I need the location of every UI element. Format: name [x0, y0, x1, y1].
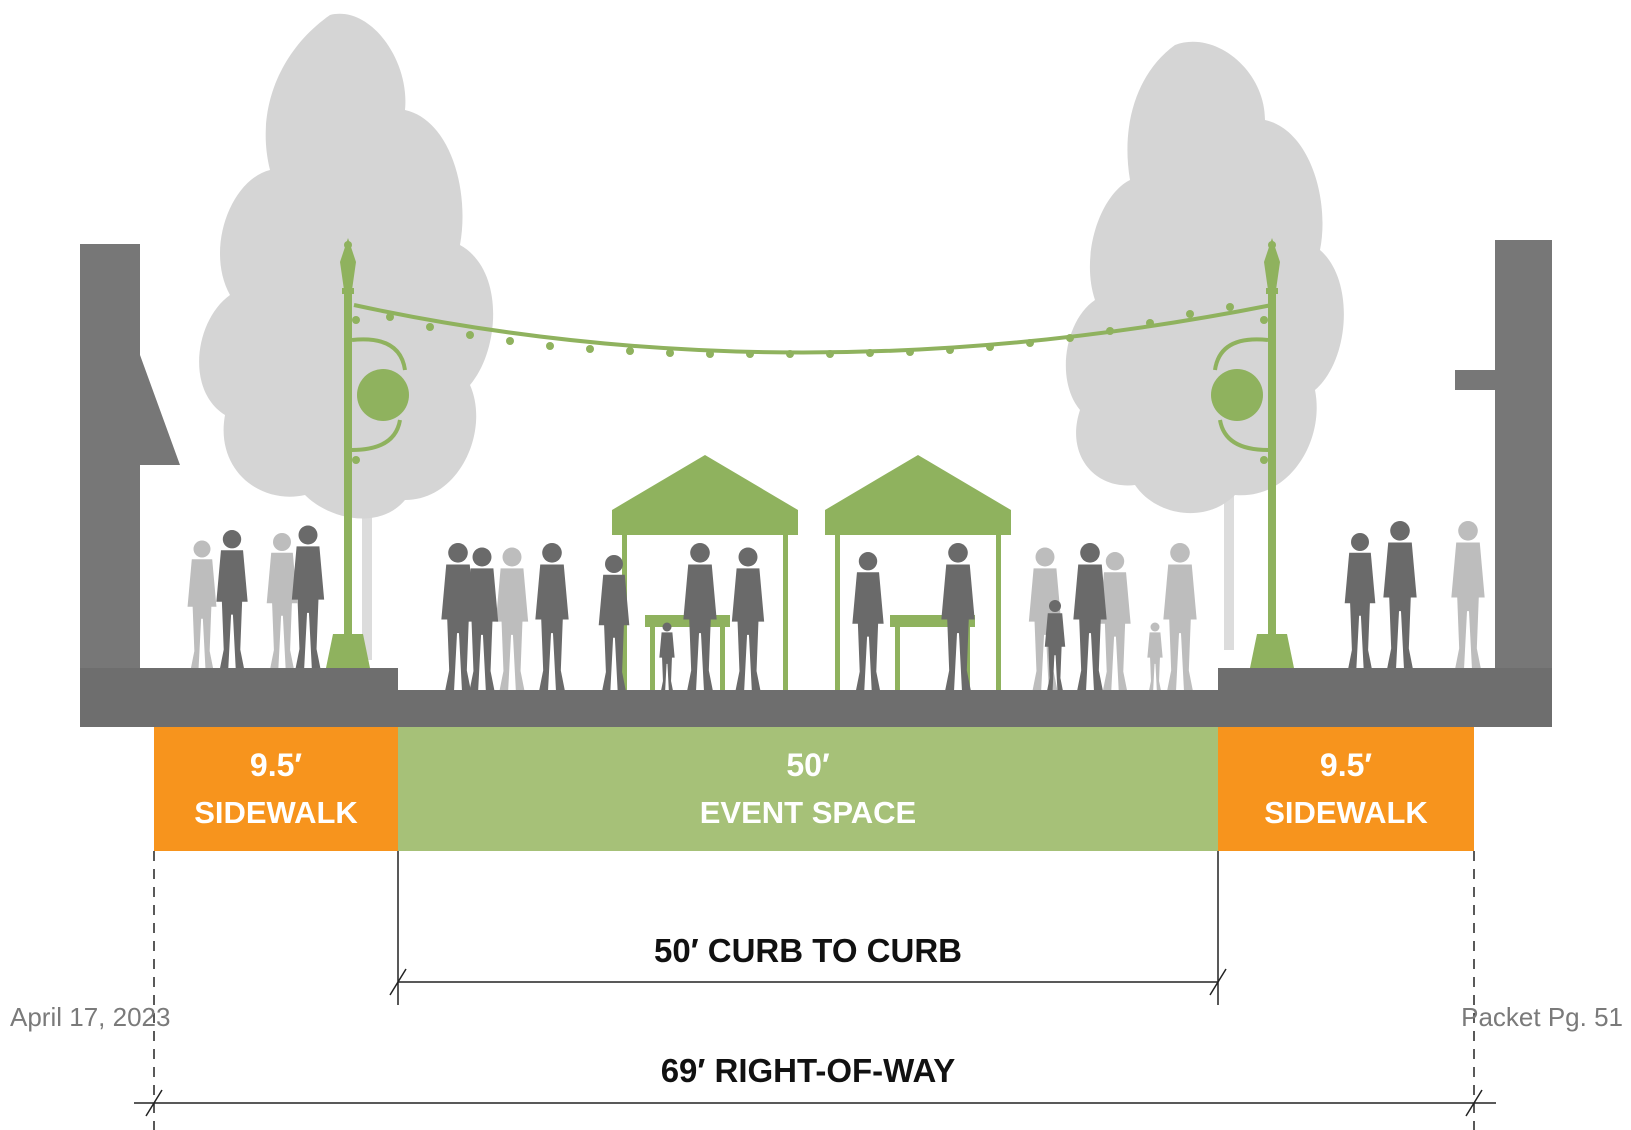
string-lights	[353, 303, 1273, 358]
sidewalk-right-width: 9.5′	[1320, 747, 1372, 783]
event-space-width: 50′	[786, 747, 830, 783]
sidewalk-right-surface	[1218, 668, 1552, 727]
dimension-guides	[153, 851, 1475, 1130]
event-space-label: EVENT SPACE	[700, 795, 916, 830]
sidewalk-left-surface	[80, 668, 398, 727]
curb-to-curb-label: 50′ CURB TO CURB	[654, 932, 962, 969]
lamp-post-right	[1211, 238, 1294, 668]
sidewalk-left-width: 9.5′	[250, 747, 302, 783]
building-left	[80, 244, 180, 668]
curb-to-curb-dimension-line	[389, 968, 1227, 996]
sidewalk-left-label: SIDEWALK	[194, 795, 358, 830]
event-space-band	[398, 727, 1218, 851]
right-of-way-label: 69′ RIGHT-OF-WAY	[661, 1052, 956, 1089]
right-of-way-dimension-line	[134, 1089, 1496, 1117]
roadway-surface	[398, 690, 1218, 727]
footer-page-number: Packet Pg. 51	[1461, 1002, 1623, 1032]
sidewalk-right-band	[1218, 727, 1474, 851]
sidewalk-right-label: SIDEWALK	[1264, 795, 1428, 830]
footer-date: April 17, 2023	[10, 1002, 171, 1032]
building-right	[1455, 240, 1552, 727]
sidewalk-left-band	[154, 727, 398, 851]
event-tent-right	[825, 455, 1011, 690]
lamp-post-left	[326, 238, 409, 668]
